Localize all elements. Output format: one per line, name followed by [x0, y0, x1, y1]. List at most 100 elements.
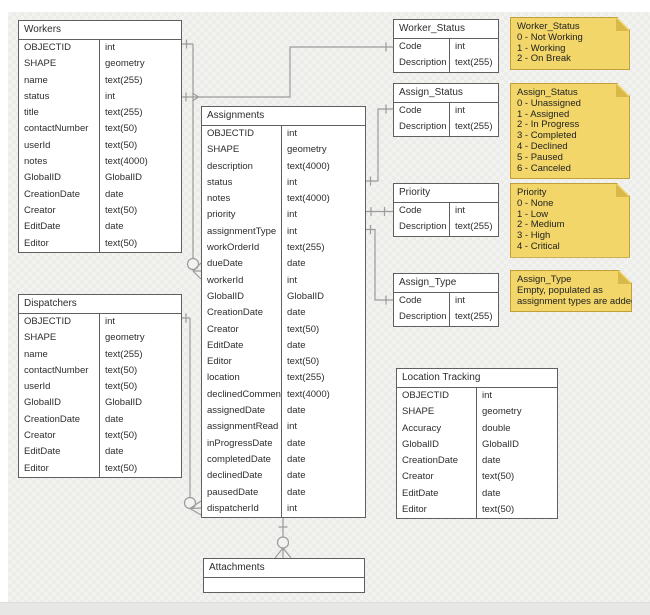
table-title: Assign_Status [394, 84, 498, 103]
field-type: text(255) [281, 240, 365, 257]
field-type: int [281, 174, 365, 192]
table-row: status int [202, 174, 365, 192]
field-type: text(50) [476, 469, 557, 486]
field-name: CreationDate [24, 188, 80, 200]
field-name: Accuracy [402, 422, 442, 434]
field-type: int [99, 88, 181, 106]
field-name: OBJECTID [24, 42, 71, 53]
field-name: Creator [207, 323, 239, 335]
relationship-workers-assignments[interactable] [182, 39, 202, 280]
table-title: Attachments [204, 559, 364, 578]
field-name: notes [207, 193, 231, 205]
field-name: Description [399, 311, 447, 323]
relationship-workers-worker-status[interactable] [182, 42, 393, 102]
field-type: date [281, 451, 365, 469]
note-title: Assign_Type [517, 274, 572, 285]
field-name: declinedDate [207, 470, 263, 482]
relationship-dispatchers-assignments[interactable] [182, 313, 202, 516]
field-name: priority [207, 209, 236, 221]
field-type: date [281, 305, 365, 322]
relationship-assignments-attachments[interactable] [274, 515, 292, 559]
field-type: text(4000) [281, 191, 365, 208]
table-attachments[interactable]: Attachments [203, 558, 365, 593]
note-line: 1 - Working [517, 42, 566, 54]
relationship-assignments-assign-status[interactable] [366, 104, 393, 186]
field-name: userId [24, 381, 51, 393]
relationship-assignments-assign-type[interactable] [366, 225, 393, 305]
field-type: int [449, 39, 498, 56]
field-name: CreationDate [24, 413, 80, 425]
field-name: assignedDate [207, 405, 266, 417]
field-type: int [281, 500, 365, 518]
field-name: GlobalID [24, 172, 61, 184]
field-type: geometry [281, 142, 365, 159]
field-type: text(255) [449, 309, 498, 326]
field-type: text(50) [281, 321, 365, 338]
note-line: 6 - Canceled [517, 162, 571, 174]
field-type: int [449, 203, 498, 220]
field-name: location [207, 372, 240, 384]
field-name: GlobalID [207, 290, 244, 302]
relationship-assignments-priority[interactable] [366, 207, 393, 216]
field-name: CreationDate [207, 307, 263, 319]
note-line: 4 - Declined [517, 140, 568, 152]
note-title: Assign_Status [517, 87, 578, 98]
note-line: 4 - Critical [517, 240, 560, 252]
note-line: 0 - None [517, 197, 554, 209]
field-type: int [281, 126, 365, 143]
field-name: Editor [24, 237, 49, 249]
field-name: Code [399, 41, 422, 52]
field-name: title [24, 107, 39, 119]
field-name: status [207, 176, 233, 188]
field-name: CreationDate [402, 455, 458, 467]
field-name: Description [399, 57, 447, 69]
field-type: double [476, 420, 557, 437]
note-line: 2 - On Break [517, 53, 571, 65]
canvas-footer-strip [0, 602, 650, 615]
note-line: 3 - Completed [517, 130, 577, 142]
field-name: Editor [402, 504, 427, 516]
field-name: assignmentType [207, 225, 277, 237]
table-row: notes text(4000) [202, 191, 365, 208]
table-title: Workers [19, 21, 181, 40]
field-type: int [99, 314, 181, 331]
field-name: description [207, 160, 253, 172]
field-name: EditDate [24, 446, 61, 458]
note-line: 2 - Medium [517, 219, 565, 231]
field-name: declinedComment [207, 388, 281, 400]
field-type: int [449, 103, 498, 120]
